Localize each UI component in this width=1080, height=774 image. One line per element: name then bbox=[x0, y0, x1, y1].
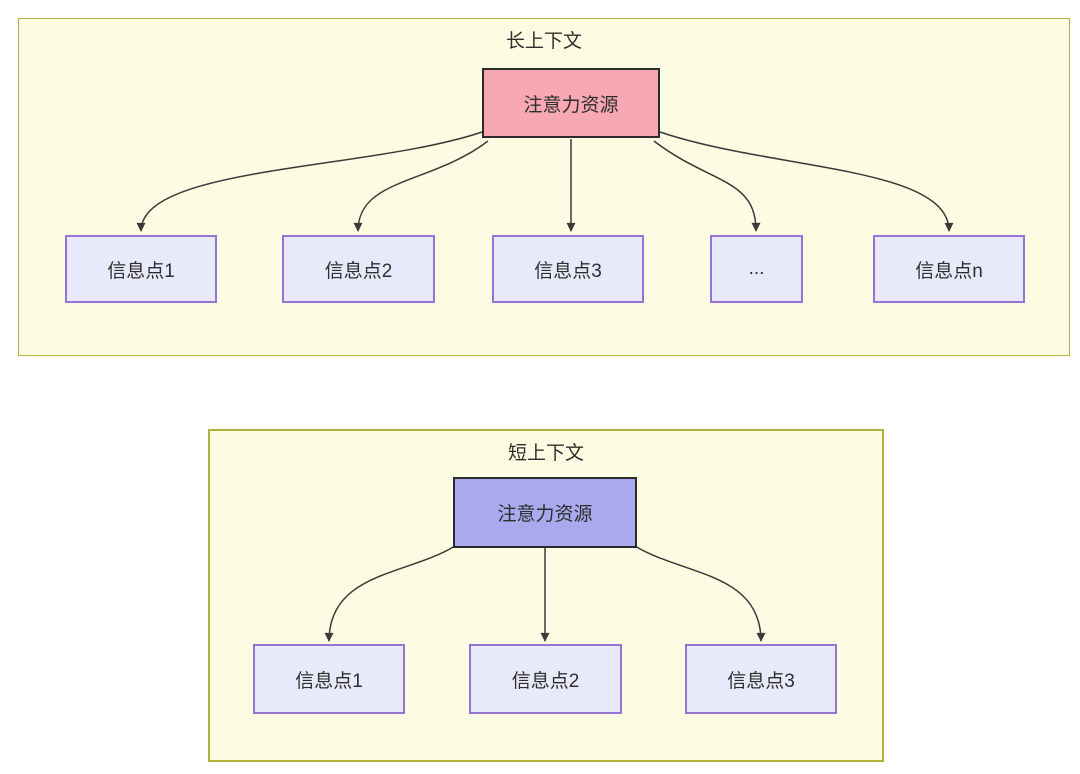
long-info-node-ellipsis: ... bbox=[710, 235, 803, 303]
short-context-title: 短上下文 bbox=[507, 443, 584, 464]
attention-resource-node-long: 注意力资源 bbox=[482, 68, 660, 138]
long-info-node-1: 信息点1 bbox=[65, 235, 217, 303]
short-info-node-2: 信息点2 bbox=[469, 644, 622, 714]
long-context-title: 长上下文 bbox=[505, 31, 582, 52]
short-info-node-3: 信息点3 bbox=[685, 644, 837, 714]
long-info-node-3: 信息点3 bbox=[492, 235, 644, 303]
attention-resource-node-short: 注意力资源 bbox=[453, 477, 637, 548]
long-info-node-n: 信息点n bbox=[873, 235, 1025, 303]
long-info-node-2: 信息点2 bbox=[282, 235, 435, 303]
short-info-node-1: 信息点1 bbox=[253, 644, 405, 714]
